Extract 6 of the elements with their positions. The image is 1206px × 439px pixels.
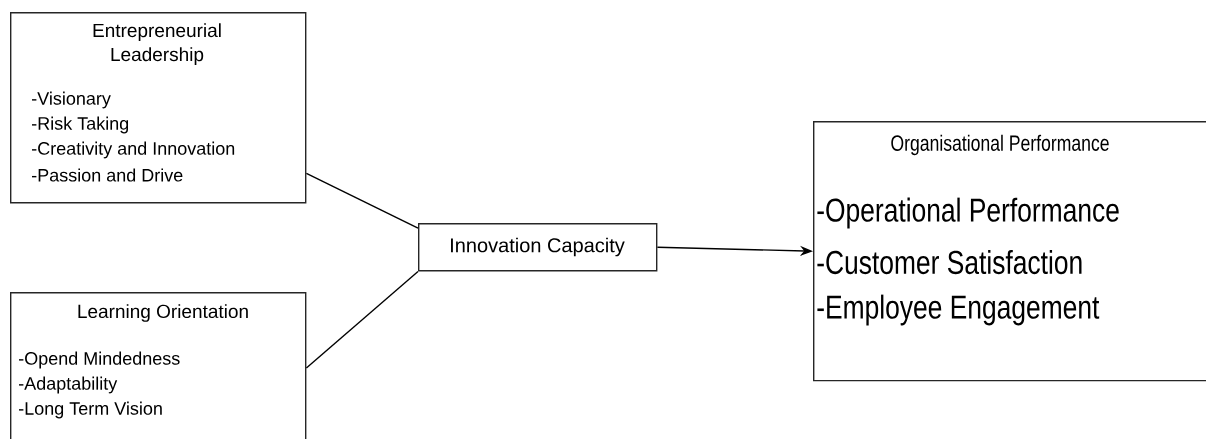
concept-box: Organisational Performance -Operational Performance -Customer Satisfaction -Employee Engagement bbox=[813, 121, 1206, 382]
concept-box: Innovation Capacity bbox=[418, 223, 658, 272]
connector-line bbox=[305, 270, 419, 369]
concept-box: Learning Orientation -Opend Mindedness -Adaptability -Long Term Vision bbox=[10, 292, 307, 439]
connector-line bbox=[305, 172, 419, 229]
concept-box: Entrepreneurial Leadership -Visionary -Risk Taking -Creativity and Innovation -Passion and Drive bbox=[10, 12, 307, 204]
